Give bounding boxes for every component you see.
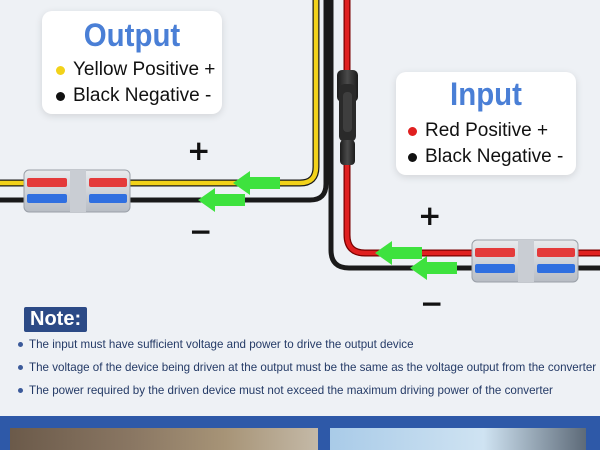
note-item-text: The power required by the driven device … [29,384,553,397]
input-plus-arrow-icon [375,241,422,265]
output-minus-arrow-icon [198,188,245,212]
input-minus-arrow-icon [410,256,457,280]
output-legend-card: Output Yellow Positive + Black Negative … [42,11,222,114]
yellow-dot-icon [56,65,65,75]
black-dot-icon [408,152,417,162]
red-dot-icon [408,126,417,136]
input-legend-label: Black Negative - [425,146,564,167]
input-wires [328,0,600,271]
input-connector [471,239,579,283]
note-list: The input must have sufficient voltage a… [16,337,596,406]
bullet-icon [18,365,23,370]
note-item-text: The voltage of the device being driven a… [29,361,597,374]
output-wires [0,0,329,203]
black-dot-icon [56,91,65,101]
bullet-icon [18,388,23,393]
output-plus-sign: + [187,134,211,167]
bullet-icon [18,342,23,347]
input-plus-sign: + [418,199,442,232]
note-item: The power required by the driven device … [16,383,596,406]
product-photo-right [330,428,586,450]
output-legend-label: Yellow Positive + [73,59,216,80]
product-photo-left [10,428,318,450]
note-badge: Note: [24,307,88,332]
input-legend-card: Input Red Positive + Black Negative - [396,72,576,175]
input-legend-item-black: Black Negative - [408,144,576,170]
note-item: The input must have sufficient voltage a… [16,337,596,360]
output-legend-item-yellow: Yellow Positive + [56,57,222,83]
input-legend-item-red: Red Positive + [408,118,576,144]
input-legend-label: Red Positive + [425,120,549,141]
note-item: The voltage of the device being driven a… [16,360,596,383]
output-legend-item-black: Black Negative - [56,83,222,109]
input-minus-sign: − [420,287,444,320]
input-black-wire [328,0,600,271]
input-title: Input [450,76,522,112]
output-connector [23,169,131,213]
output-legend-label: Black Negative - [73,85,212,106]
note-item-text: The input must have sufficient voltage a… [29,338,414,351]
output-black-wire [0,0,329,203]
output-title: Output [83,17,181,53]
output-minus-sign: − [189,215,213,248]
output-plus-arrow-icon [233,171,280,195]
fuse-holder [337,70,358,165]
